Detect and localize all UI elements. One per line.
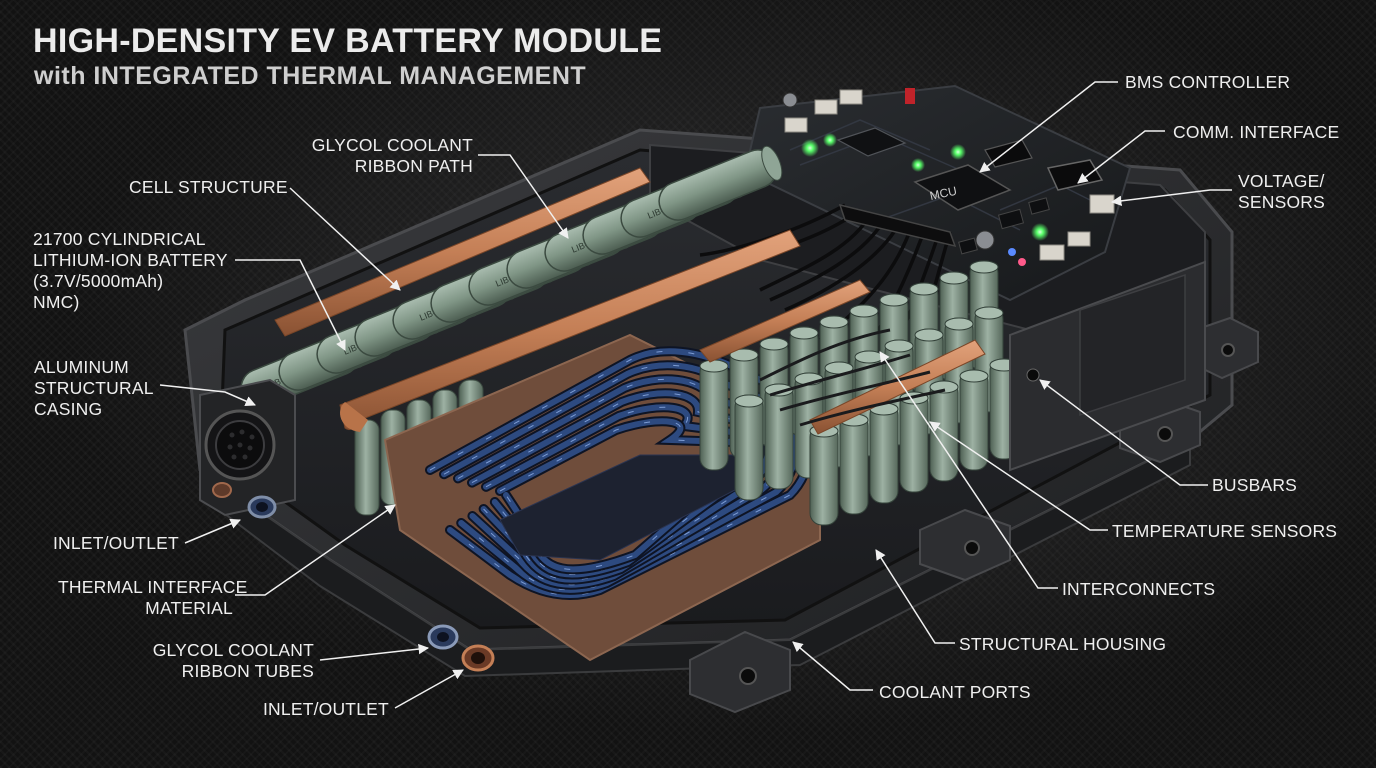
coolant-flow-arrow (429, 350, 811, 596)
label-comm-interface: COMM. INTERFACE (1173, 122, 1340, 142)
cylindrical-cell (764, 383, 794, 490)
cell-block-upper: LIB-CYL CELLLIB-CYL CELLLIB-CYL CELLLIB-… (240, 145, 783, 516)
leader-lines (159, 81, 1232, 709)
label-voltage-sensors: VOLTAGE/ SENSORS (1238, 171, 1325, 212)
coolant-port-copper (461, 644, 495, 672)
wire-connector (838, 203, 957, 248)
mounting-ear (919, 508, 1011, 582)
coolant-port-left (212, 482, 277, 519)
label-bms-controller: BMS CONTROLLER (1125, 72, 1291, 92)
cylindrical-cell (699, 359, 729, 471)
housing-side-wall (1009, 260, 1206, 472)
cylindrical-cell (959, 369, 989, 471)
mounting-ear (689, 630, 791, 714)
label-temperature-sensors: TEMPERATURE SENSORS (1112, 521, 1338, 541)
label-thermal-interface: THERMAL INTERFACE MATERIAL (58, 577, 248, 618)
label-interconnects: INTERCONNECTS (1062, 579, 1216, 599)
mcu-chip-label: MCU (928, 184, 958, 203)
label-cell-structure: CELL STRUCTURE (129, 177, 288, 197)
label-inlet-outlet-bottom: INLET/OUTLET (263, 699, 389, 719)
status-led (1031, 223, 1049, 241)
diagram-subtitle: with INTEGRATED THERMAL MANAGEMENT (34, 62, 587, 90)
pcb-small-ic (958, 197, 1050, 255)
cylindrical-cell (899, 391, 929, 493)
status-led (1018, 258, 1026, 266)
cylindrical-cell (354, 419, 380, 516)
coolant-port-blue (427, 624, 459, 650)
cell-interconnects (759, 328, 946, 427)
electrical-connector (199, 378, 296, 517)
status-led (1008, 248, 1016, 256)
bms-pcb: MCU (743, 84, 1132, 302)
mcu-chip: MCU (913, 164, 1012, 211)
status-led (823, 133, 837, 147)
busbar (339, 229, 801, 432)
red-indicator (905, 88, 915, 104)
busbar (699, 279, 871, 363)
capacitor (782, 92, 995, 250)
cylindrical-cell (809, 424, 839, 526)
white-connector (784, 89, 1115, 261)
cylindrical-cell (839, 413, 869, 515)
label-aluminum-casing: ALUMINUM STRUCTURAL CASING (34, 357, 154, 419)
label-coolant-ports: COOLANT PORTS (879, 682, 1031, 702)
status-led (801, 139, 819, 157)
label-coolant-ribbon-path: GLYCOL COOLANT RIBBON PATH (311, 135, 473, 176)
cylindrical-cell (734, 394, 764, 501)
label-busbars: BUSBARS (1212, 475, 1298, 495)
label-structural-housing: STRUCTURAL HOUSING (959, 634, 1167, 654)
status-led (911, 158, 925, 172)
diagram-title: HIGH-DENSITY EV BATTERY MODULE (33, 22, 663, 60)
busbar (274, 167, 651, 337)
cylindrical-cell (658, 145, 783, 221)
cylindrical-cell (869, 402, 899, 504)
temperature-sensor-port (1026, 368, 1040, 382)
processor-chip (836, 127, 907, 157)
label-cylindrical-battery: 21700 CYLINDRICAL LITHIUM-ION BATTERY (3… (33, 229, 228, 312)
status-led (950, 144, 966, 160)
label-coolant-ribbon-tubes: GLYCOL COOLANT RIBBON TUBES (152, 640, 314, 681)
label-inlet-outlet-left: INLET/OUTLET (53, 533, 179, 553)
